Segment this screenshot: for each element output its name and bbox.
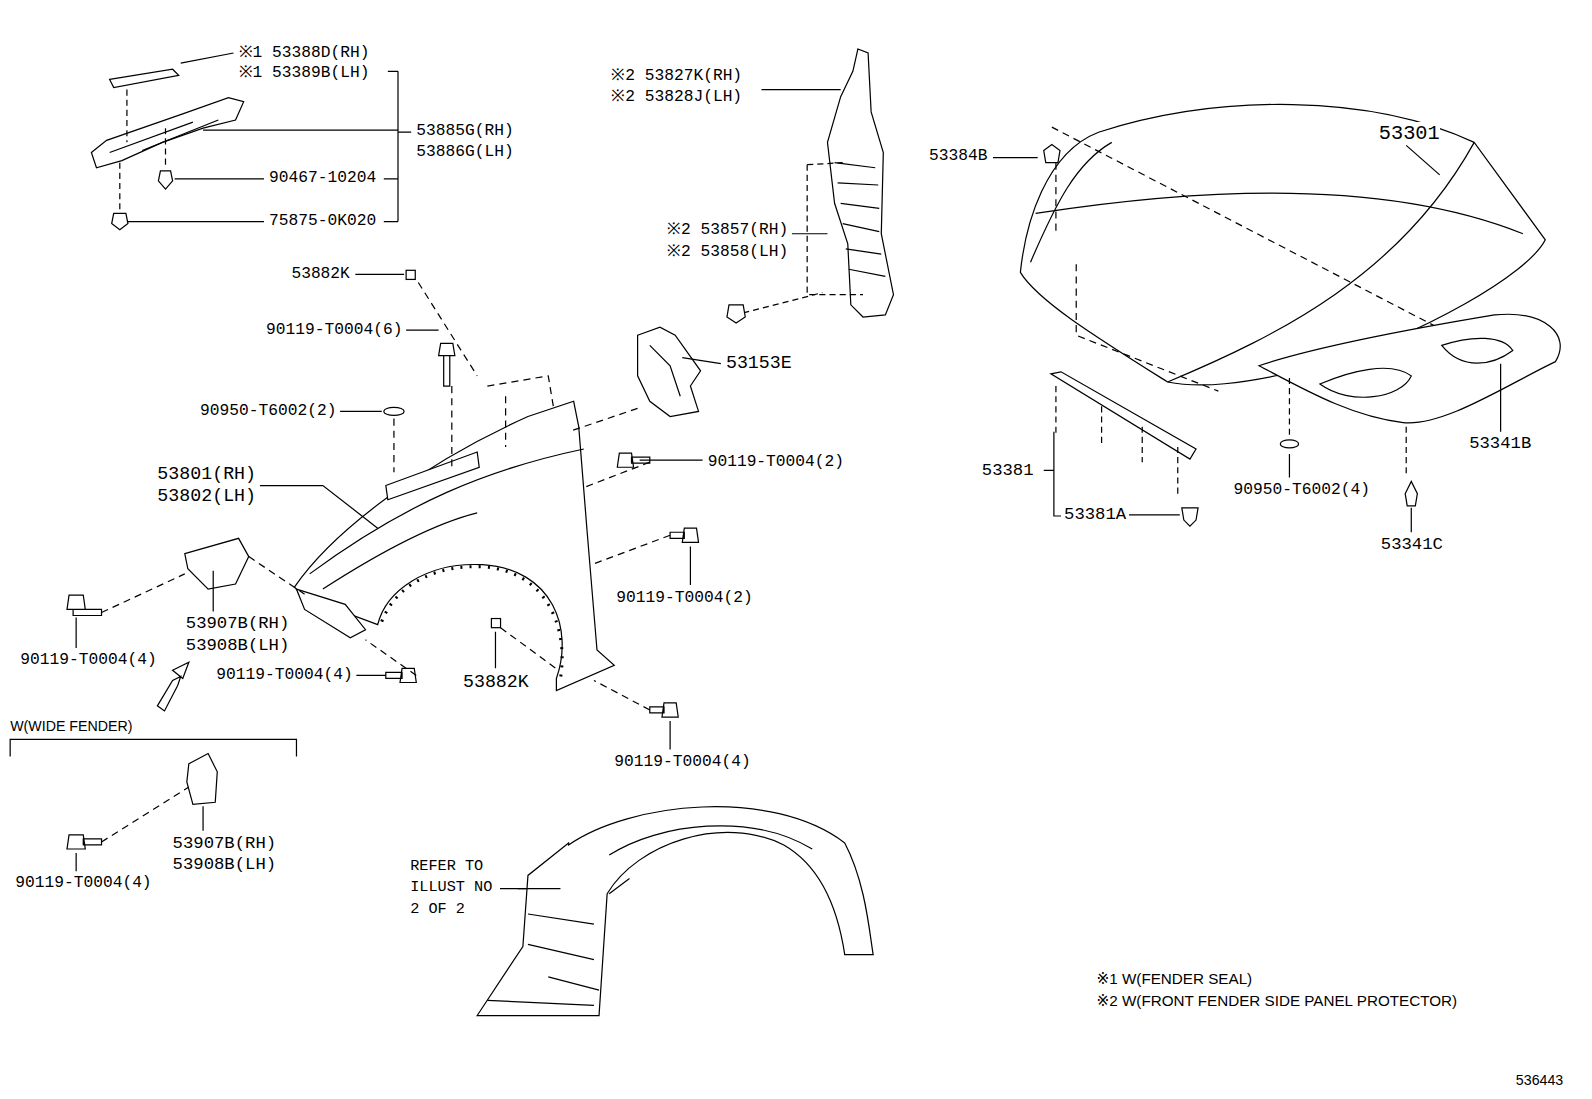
part-number: 90467-10204 — [269, 169, 376, 188]
part-number: 53886G(LH) — [416, 143, 513, 162]
clip — [1182, 508, 1198, 526]
insulator-cutout — [1320, 338, 1513, 397]
bolt — [650, 703, 678, 717]
clip — [112, 213, 128, 229]
protector-ribs — [835, 163, 886, 277]
part-number: ※1 53389B(LH) — [239, 64, 370, 83]
part-number: 53908B(LH) — [173, 855, 277, 875]
part-number: 90119-T0004(4) — [614, 753, 750, 772]
part-number: 53907B(RH) — [173, 834, 277, 854]
fender-bracket — [185, 538, 249, 589]
leader-line — [518, 888, 561, 889]
part-number: 53882K — [291, 265, 349, 284]
part-number: 53153E — [726, 353, 792, 374]
note-text: ※2 W(FRONT FENDER SIDE PANEL PROTECTOR) — [1097, 992, 1458, 1010]
leader-line — [1500, 364, 1501, 432]
fender-seal-square — [491, 619, 500, 628]
hood-seal — [1051, 372, 1196, 459]
fender-brace — [638, 327, 701, 416]
dashed-line — [743, 293, 822, 313]
bolt — [386, 668, 416, 682]
hood-cushion — [1044, 144, 1060, 162]
part-number: 90119-T0004(4) — [20, 651, 156, 670]
bolt — [670, 528, 698, 542]
part-number: 53908B(LH) — [186, 636, 290, 656]
fender-seal — [110, 69, 179, 87]
part-number: 90119-T0004(6) — [266, 321, 402, 340]
part-number: 90119-T0004(2) — [616, 589, 752, 608]
seal-bracket — [91, 98, 243, 168]
arch-holes — [382, 567, 562, 679]
part-number: 90119-T0004(4) — [15, 874, 151, 893]
clip — [1405, 481, 1417, 505]
illustration-group — [10, 49, 1560, 1016]
dashed-line — [1289, 378, 1406, 478]
fender-front-flange — [296, 589, 365, 638]
part-number: ※2 53827K(RH) — [611, 67, 742, 86]
grommet — [1280, 440, 1298, 448]
brace-detail — [650, 345, 680, 396]
option-bracket — [10, 739, 296, 756]
view-arrow — [157, 662, 188, 711]
part-number: 90119-T0004(4) — [216, 666, 352, 685]
dashed-line — [1056, 386, 1178, 498]
fender-bracket — [187, 754, 217, 805]
hood-insulator — [1259, 314, 1560, 423]
bracket-line — [203, 71, 411, 221]
part-number: 53301 — [1379, 122, 1440, 145]
fender-crease — [310, 449, 584, 589]
part-number: 75875-0K020 — [269, 212, 376, 231]
fender-flange — [386, 452, 479, 500]
part-number: 53381 — [982, 461, 1034, 481]
dashed-line — [120, 90, 166, 212]
part-number: 90119-T0004(2) — [708, 453, 844, 472]
leader-line — [682, 358, 721, 364]
seal-detail — [110, 120, 219, 152]
part-number: 53907B(RH) — [186, 614, 290, 634]
note-text: ※1 W(FENDER SEAL) — [1097, 970, 1253, 988]
leader-line — [76, 274, 702, 888]
bolt — [67, 595, 102, 615]
part-number: 53341C — [1381, 535, 1443, 555]
part-number: 53341B — [1469, 434, 1531, 454]
leader-line — [761, 90, 840, 234]
part-number: ※2 53857(RH) — [667, 221, 788, 240]
part-number: 53802(LH) — [157, 486, 256, 507]
part-number: 90950-T6002(4) — [1234, 481, 1370, 500]
front-fender — [294, 401, 614, 690]
fender-seal-square — [406, 270, 415, 279]
dashed-line — [807, 163, 863, 295]
part-number: ※2 53858(LH) — [667, 243, 788, 262]
dashed-line — [102, 282, 671, 841]
part-number: 53885G(RH) — [416, 122, 513, 141]
part-number: 90950-T6002(2) — [200, 402, 336, 421]
bolt — [67, 835, 102, 849]
part-number: ※2 53828J(LH) — [611, 88, 742, 107]
bracket-line — [1044, 432, 1180, 516]
part-number: REFER TO ILLUST NO 2 OF 2 — [410, 856, 499, 920]
grommet — [384, 407, 404, 415]
fender-liner — [477, 807, 873, 1016]
part-number: 53801(RH) — [157, 464, 256, 485]
clip — [727, 305, 745, 323]
leader-line — [993, 145, 1440, 174]
note-text: W(WIDE FENDER) — [10, 718, 132, 734]
part-number: 53381A — [1064, 505, 1126, 525]
part-number: 53384B — [929, 147, 987, 166]
liner-detail — [487, 826, 812, 1006]
bolts — [67, 343, 699, 849]
part-number: ※1 53388D(RH) — [239, 44, 370, 63]
bolt — [439, 343, 455, 386]
note-text: 536443 — [1516, 1072, 1563, 1088]
part-number: 53882K — [463, 672, 529, 693]
clip — [158, 171, 172, 189]
